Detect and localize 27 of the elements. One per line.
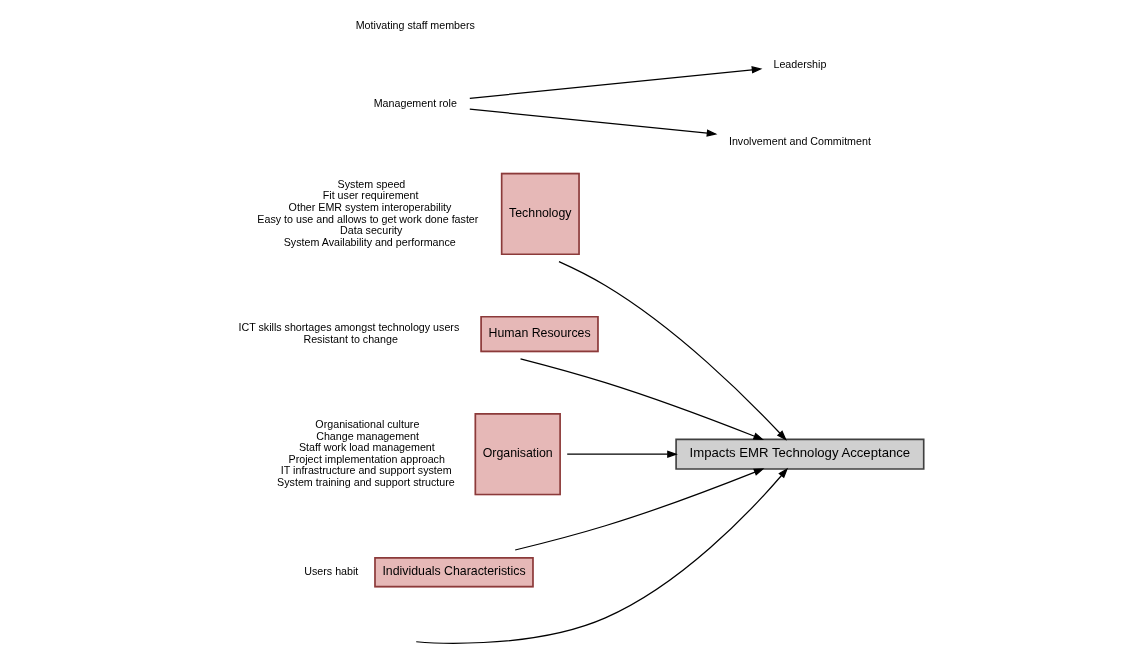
arrow — [519, 358, 764, 440]
node-label: Resistant to change — [302, 332, 398, 345]
node-text: Leadership — [772, 57, 826, 70]
node-label: Data security — [339, 224, 402, 237]
arrow — [514, 468, 764, 551]
node-label: System speed — [337, 177, 405, 190]
arrow — [415, 467, 788, 644]
arrow — [468, 108, 717, 137]
node-label: Easy to use and allows to get work done faster — [256, 212, 478, 225]
node-label: Organisational culture — [314, 418, 419, 431]
node-label: Fit user requirement — [322, 189, 418, 202]
node-label: IT infrastructure and support system — [280, 464, 452, 477]
node-label: Users habit — [303, 565, 358, 578]
node-text: Involvement and Commitment — [728, 135, 871, 148]
node-label: System Availability and performance — [283, 235, 456, 248]
node-label: Other EMR system interoperability — [288, 201, 451, 213]
node-label: Project implementation approach — [288, 452, 445, 465]
arrow — [468, 66, 762, 99]
node-label: Staff work load management — [298, 441, 435, 454]
node-label: System training and support structure — [276, 475, 455, 488]
node-text: Management role — [373, 96, 457, 109]
node-box: Impacts EMR Technology Acceptance — [674, 438, 925, 470]
arrow — [557, 261, 787, 441]
arrow — [566, 450, 678, 458]
node-label: ICT skills shortages amongst technology users — [237, 321, 459, 334]
label: Motivating staff members — [355, 19, 475, 32]
node-label: Change management — [315, 429, 419, 442]
